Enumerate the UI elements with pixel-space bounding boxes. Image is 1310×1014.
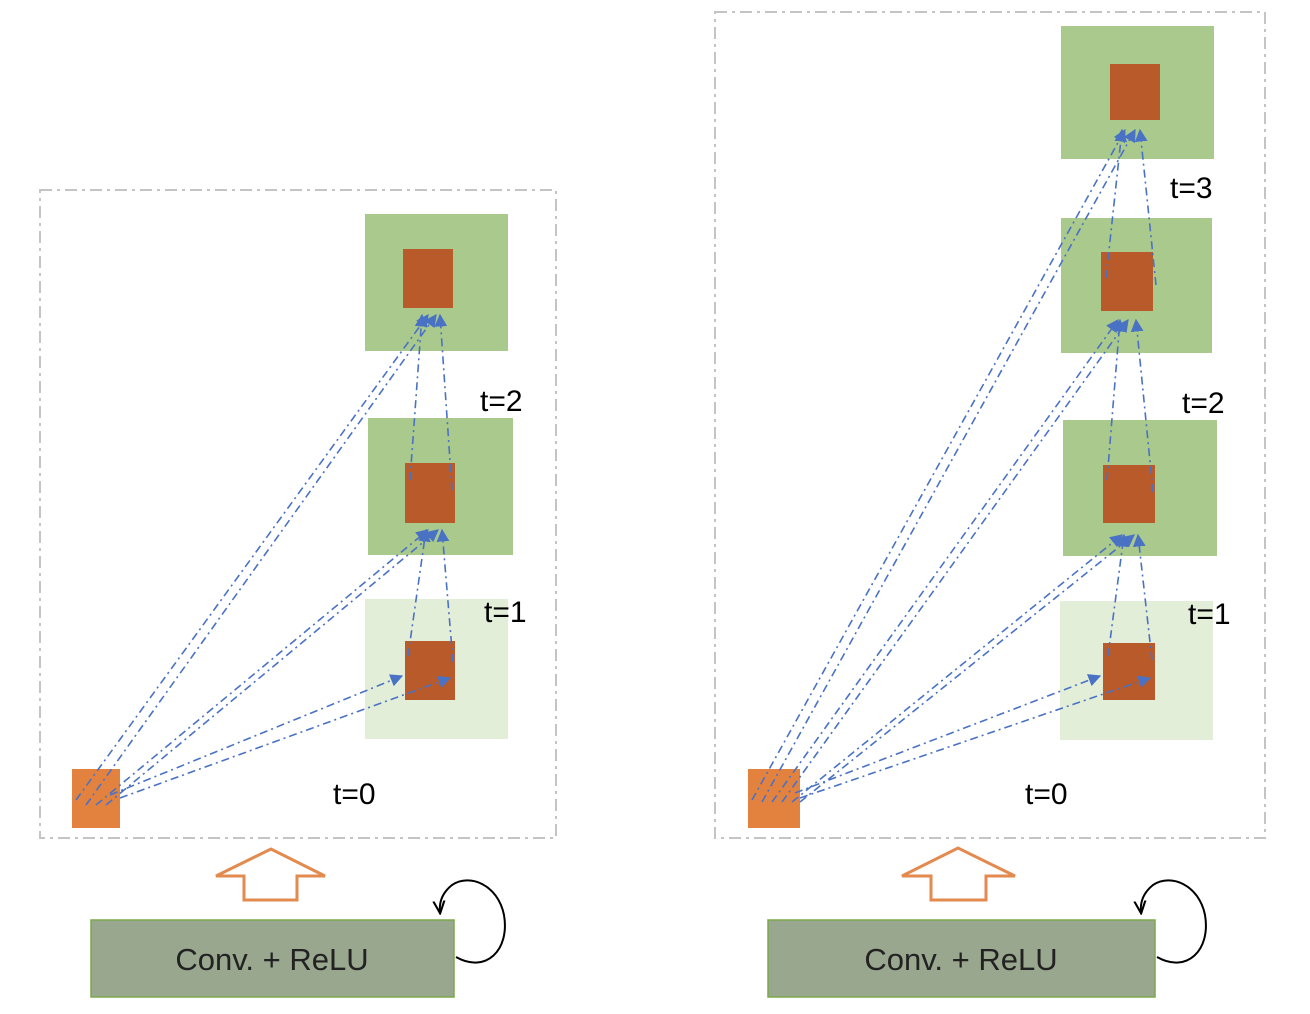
- left-panel: t=2 t=1 t=0 Conv. + ReLU: [39, 189, 557, 998]
- left-unit-t2: [403, 249, 453, 308]
- right-unit-t1: [1103, 465, 1155, 523]
- left-unit-t0: [405, 641, 455, 700]
- left-label-t1: t=1: [484, 596, 527, 629]
- right-conv-label: Conv. + ReLU: [864, 942, 1057, 977]
- left-up-arrow: [215, 847, 326, 902]
- right-unit-t2: [1101, 252, 1153, 311]
- left-unit-t1: [405, 463, 455, 523]
- right-dashed-frame: [714, 11, 1266, 839]
- left-conv-button[interactable]: Conv. + ReLU: [90, 919, 455, 998]
- right-conv-button[interactable]: Conv. + ReLU: [767, 919, 1156, 998]
- left-conv-label: Conv. + ReLU: [175, 942, 368, 977]
- right-label-t2: t=2: [1182, 387, 1225, 420]
- left-recurrent-loop-icon: [440, 879, 506, 964]
- right-label-t3: t=3: [1170, 172, 1213, 205]
- left-input-unit: [72, 769, 120, 828]
- right-connections: [751, 128, 1157, 803]
- right-recurrent-loop-icon: [1141, 879, 1207, 964]
- left-label-t0: t=0: [333, 778, 376, 811]
- left-dashed-frame: [39, 189, 557, 839]
- right-unit-t3: [1110, 64, 1160, 120]
- right-label-t1: t=1: [1188, 598, 1231, 631]
- left-connections: [75, 313, 454, 806]
- right-label-t0: t=0: [1025, 778, 1068, 811]
- left-label-t2: t=2: [480, 385, 523, 418]
- right-panel: t=3 t=2 t=1 t=0 Conv. + ReLU: [714, 11, 1266, 998]
- right-up-arrow: [901, 846, 1016, 902]
